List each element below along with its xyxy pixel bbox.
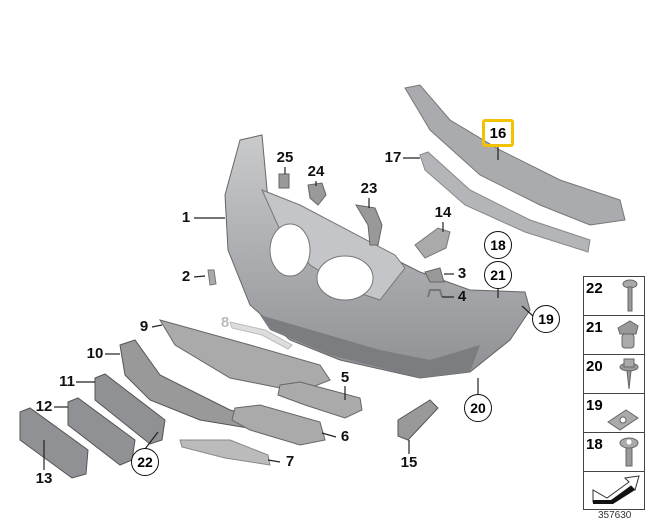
part-label-2[interactable]: 2 bbox=[181, 268, 191, 285]
part-label-7[interactable]: 7 bbox=[285, 453, 295, 470]
arrow-direction-icon bbox=[592, 475, 640, 504]
part-label-4[interactable]: 4 bbox=[457, 288, 467, 305]
part-13-plate bbox=[19, 407, 89, 479]
part-14-cover bbox=[414, 227, 451, 259]
figure-number: 357630 bbox=[598, 510, 632, 521]
circled-label-20[interactable]: 20 bbox=[464, 394, 492, 422]
legend-row-22[interactable]: 22 bbox=[584, 277, 644, 316]
screw-icon bbox=[622, 279, 638, 312]
part-label-8[interactable]: 8 bbox=[220, 314, 230, 331]
legend-row-20[interactable]: 20 bbox=[584, 355, 644, 394]
circled-label-18[interactable]: 18 bbox=[484, 231, 512, 259]
part-label-11[interactable]: 11 bbox=[59, 373, 75, 390]
part-6-grille bbox=[231, 404, 326, 446]
part-23-bracket bbox=[355, 204, 383, 246]
part-15-bracket bbox=[397, 399, 439, 441]
part-5-grille bbox=[277, 381, 363, 419]
legend-row-arrow bbox=[584, 472, 644, 509]
part-label-9[interactable]: 9 bbox=[139, 318, 149, 335]
circled-label-19[interactable]: 19 bbox=[532, 305, 560, 333]
fastener-legend: 22 21 20 19 18 bbox=[583, 276, 645, 510]
part-4-clips bbox=[427, 289, 443, 298]
part-label-13[interactable]: 13 bbox=[35, 470, 53, 487]
legend-number: 18 bbox=[586, 436, 603, 453]
part-8-trim bbox=[229, 321, 293, 350]
part-24-clip bbox=[307, 182, 327, 206]
impact-absorber bbox=[404, 84, 626, 226]
legend-number: 19 bbox=[586, 397, 603, 414]
part-label-16-highlighted[interactable]: 16 bbox=[482, 119, 514, 147]
part-label-3[interactable]: 3 bbox=[457, 265, 467, 282]
circled-label-22[interactable]: 22 bbox=[131, 448, 159, 476]
part-label-25[interactable]: 25 bbox=[276, 149, 294, 166]
part-2-cap bbox=[207, 269, 217, 286]
part-label-15[interactable]: 15 bbox=[400, 454, 418, 471]
circled-label-21[interactable]: 21 bbox=[484, 261, 512, 289]
hex-screw-icon bbox=[619, 358, 639, 390]
bumper-carrier-strip bbox=[419, 151, 591, 253]
part-label-24[interactable]: 24 bbox=[307, 163, 325, 180]
part-label-14[interactable]: 14 bbox=[434, 204, 452, 221]
part-label-1[interactable]: 1 bbox=[181, 209, 191, 226]
part-label-10[interactable]: 10 bbox=[86, 345, 104, 362]
washer-screw-icon bbox=[619, 437, 639, 467]
part-label-17[interactable]: 17 bbox=[384, 149, 402, 166]
legend-number: 20 bbox=[586, 358, 603, 375]
legend-number: 22 bbox=[586, 280, 603, 297]
legend-row-19[interactable]: 19 bbox=[584, 394, 644, 433]
legend-row-21[interactable]: 21 bbox=[584, 316, 644, 355]
part-3-bracket bbox=[424, 267, 445, 283]
part-7-strip bbox=[179, 439, 271, 466]
legend-number: 21 bbox=[586, 319, 603, 336]
legend-row-18[interactable]: 18 bbox=[584, 433, 644, 472]
clip-nut-icon bbox=[607, 409, 639, 431]
leader-lines bbox=[43, 146, 534, 470]
part-25-bracket bbox=[278, 173, 290, 189]
nut-insert-icon bbox=[617, 320, 639, 349]
part-label-23[interactable]: 23 bbox=[360, 180, 378, 197]
part-11-plate bbox=[94, 373, 166, 445]
part-label-6[interactable]: 6 bbox=[340, 428, 350, 445]
part-label-12[interactable]: 12 bbox=[35, 398, 53, 415]
part-label-5[interactable]: 5 bbox=[340, 369, 350, 386]
